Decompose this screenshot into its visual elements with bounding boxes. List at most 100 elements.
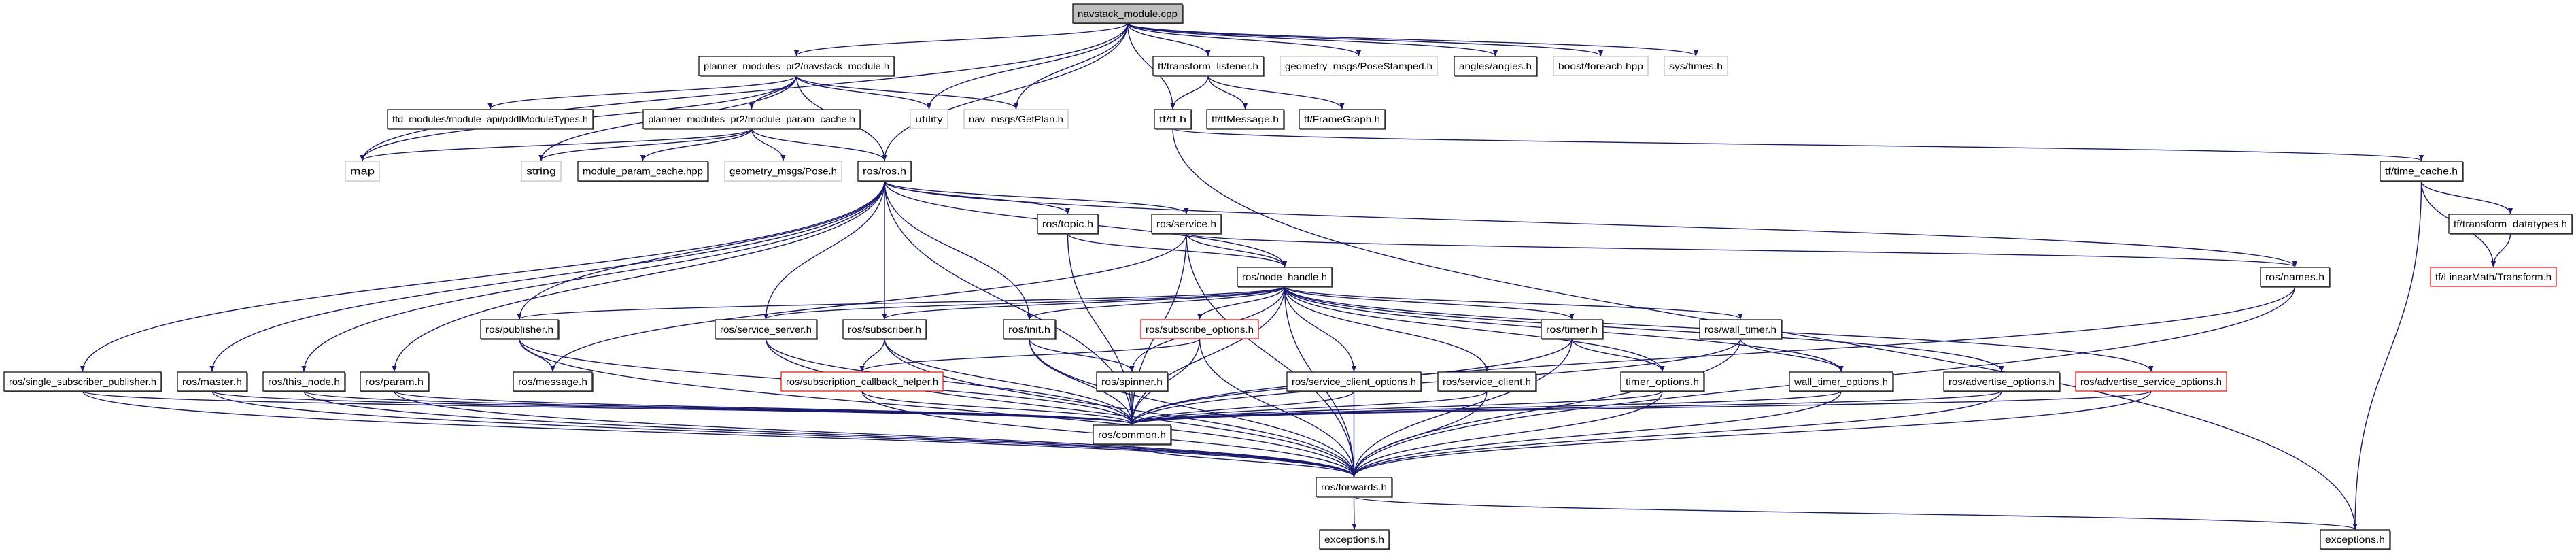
node-lmt[interactable]: tf/LinearMath/Transform.h [2430,267,2557,287]
node-map[interactable]: map [345,161,380,182]
edge-param-to-fwd [394,390,1356,477]
node-navh[interactable]: planner_modules_pr2/navstack_module.h [698,56,895,77]
node-label: geometry_msgs/PoseStamped.h [1285,61,1432,71]
node-label: angles/angles.h [1459,61,1532,71]
edge-ao-to-fwd [1352,390,2002,477]
node-ao[interactable]: ros/advertise_options.h [1943,371,2061,392]
node-sys[interactable]: sys/times.h [1664,56,1728,76]
node-tc[interactable]: tf/time_cache.h [2380,161,2464,182]
node-shadow [1455,57,1538,77]
node-sub[interactable]: ros/subscriber.h [842,319,927,340]
edge-mpc-to-map [360,128,753,161]
edge-ros-to-tn [301,180,885,372]
node-wto[interactable]: wall_timer_options.h [1789,371,1894,392]
edge-so-to-fwd [1199,338,1357,477]
node-service[interactable]: ros/service.h [1151,214,1222,235]
node-pub[interactable]: ros/publisher.h [480,319,560,340]
edge-ssp-to-fwd [82,390,1356,477]
node-mpchpp[interactable]: module_param_cache.hpp [577,161,709,182]
node-pose[interactable]: geometry_msgs/Pose.h [724,161,842,182]
node-sco[interactable]: ros/service_client_options.h [1286,371,1422,392]
node-box [513,371,593,392]
node-mpc[interactable]: planner_modules_pr2/module_param_cache.h [642,109,861,130]
node-label: boost/foreach.hpp [1558,61,1643,71]
node-box [715,319,817,339]
node-tl[interactable]: tf/transform_listener.h [1152,56,1265,77]
node-fg[interactable]: tf/FrameGraph.h [1299,109,1386,130]
node-gps[interactable]: geometry_msgs/PoseStamped.h [1280,56,1438,76]
node-label: ros/advertise_service_options.h [2080,376,2222,387]
node-exc1[interactable]: exceptions.h [1319,529,1390,550]
node-bfe[interactable]: boost/foreach.hpp [1553,56,1649,76]
node-sc[interactable]: ros/service_client.h [1437,371,1537,392]
node-shadow [1944,373,2061,392]
node-label: tf/transform_datatypes.h [2454,218,2567,229]
node-tf[interactable]: tf/tf.h [1154,109,1192,130]
node-shadow [859,162,912,182]
node-master[interactable]: ros/master.h [177,371,248,392]
node-so[interactable]: ros/subscribe_options.h [1140,319,1259,339]
node-param[interactable]: ros/param.h [360,371,430,392]
node-label: ros/service_server.h [720,324,812,335]
node-names[interactable]: ros/names.h [2260,267,2331,288]
node-label: utility [915,114,943,124]
edge-ros-to-service [884,180,1189,214]
node-box [480,319,559,339]
node-exc2[interactable]: exceptions.h [2320,529,2391,550]
node-pddl[interactable]: tfd_modules/module_api/pddlModuleTypes.h [387,109,594,130]
node-nh[interactable]: ros/node_handle.h [1237,267,1333,288]
node-msg[interactable]: ros/message.h [513,371,594,392]
node-gp[interactable]: nav_msgs/GetPlan.h [963,109,1069,129]
node-ssp[interactable]: ros/single_subscriber_publisher.h [3,371,162,392]
node-timer[interactable]: ros/timer.h [1541,319,1604,340]
node-label: tfd_modules/module_api/pddlModuleTypes.h [392,114,588,124]
nodes-layer: navstack_module.cpp planner_modules_pr2/n… [3,3,2573,550]
node-util[interactable]: utility [910,109,948,129]
node-init[interactable]: ros/init.h [1003,319,1057,340]
node-box [387,109,594,129]
node-box [1152,56,1264,76]
node-shadow [716,320,818,340]
node-tdt[interactable]: tf/transform_datatypes.h [2448,214,2573,235]
node-tn[interactable]: ros/this_node.h [262,371,346,392]
node-ss[interactable]: ros/service_server.h [715,319,818,340]
edge-wto-to-fwd [1351,390,1842,477]
edge-timer-to-fwd [1351,338,1573,477]
node-to[interactable]: timer_options.h [1620,371,1705,392]
edge-cpp-to-sys [1127,22,1698,56]
edge-tc-to-exc2 [2352,180,2422,530]
node-spin[interactable]: ros/spinner.h [1096,371,1169,392]
node-cpp[interactable]: navstack_module.cpp [1072,3,1184,24]
node-box [2430,267,2557,287]
node-ros[interactable]: ros/ros.h [857,161,912,182]
node-sch[interactable]: ros/subscription_callback_helper.h [780,371,944,392]
node-label: ros/master.h [182,376,242,387]
node-ang[interactable]: angles/angles.h [1454,56,1538,77]
node-str[interactable]: string [521,161,562,182]
node-label: ros/wall_timer.h [1704,324,1776,335]
node-label: ros/subscriber.h [848,324,921,335]
node-wt[interactable]: ros/wall_timer.h [1699,319,1783,340]
node-tfm[interactable]: tf/tfMessage.h [1206,109,1285,130]
edge-navh-to-util [795,75,932,110]
edge-init-to-common [1029,338,1135,425]
node-aso[interactable]: ros/advertise_service_options.h [2075,371,2227,392]
edge-ros-to-names [884,180,2297,267]
node-common[interactable]: ros/common.h [1093,424,1172,446]
edge-ros-to-ssp [80,180,885,372]
edge-ros-to-ss [763,180,885,320]
node-box [1541,319,1603,339]
edge-fwd-to-exc1 [1352,496,1357,530]
node-fwd[interactable]: ros/forwards.h [1316,477,1393,498]
node-box [1237,267,1333,287]
node-shadow [1094,426,1172,446]
edge-tc-to-tdt [2420,180,2513,214]
node-label: planner_modules_pr2/navstack_module.h [704,61,889,71]
edge-wt-to-common [1129,338,1741,425]
edge-navh-to-pddl [487,75,797,110]
node-topic[interactable]: ros/topic.h [1037,214,1099,235]
node-shadow [1542,320,1604,340]
node-label: map [350,166,375,177]
node-box [2260,267,2330,287]
